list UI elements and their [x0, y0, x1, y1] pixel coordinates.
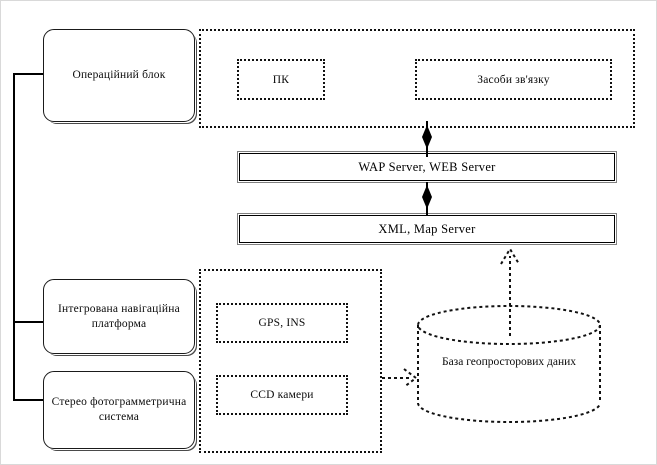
block-comm-tools-label: Засоби зв'язку — [477, 73, 550, 86]
block-ccd-cameras[interactable]: CCD камери — [216, 375, 348, 415]
block-pc[interactable]: ПК — [237, 59, 325, 100]
left-bus-branch-operational — [13, 73, 48, 75]
block-pc-label: ПК — [272, 73, 290, 86]
block-gps-ins-label: GPS, INS — [258, 317, 306, 329]
block-operational-unit[interactable]: Операційний блок — [43, 29, 195, 122]
block-xml-map-server-label: XML, Map Server — [378, 221, 476, 236]
block-nav-platform-label: Інтегрована навігаційна платформа — [58, 302, 180, 330]
block-comm-tools[interactable]: Засоби зв'язку — [415, 59, 612, 100]
block-xml-map-server[interactable]: XML, Map Server — [237, 213, 617, 245]
block-wap-web-server-label: WAP Server, WEB Server — [358, 159, 496, 174]
block-nav-platform[interactable]: Інтегрована навігаційна платформа — [43, 279, 195, 354]
block-stereo-system[interactable]: Стерео фотограмметрична система — [43, 371, 195, 449]
block-gps-ins[interactable]: GPS, INS — [216, 303, 348, 343]
operational-unit-region — [199, 29, 635, 128]
connector-db-to-xml — [500, 247, 520, 336]
block-stereo-system-label: Стерео фотограмметрична система — [51, 396, 187, 423]
connector-comm-to-wap — [422, 121, 432, 157]
left-bus-branch-navplatform — [13, 321, 46, 323]
left-bus-vertical — [13, 73, 15, 401]
block-operational-unit-label: Операційний блок — [72, 69, 166, 81]
block-ccd-cameras-label: CCD камери — [250, 389, 314, 401]
database-cylinder-icon — [417, 305, 601, 423]
sensor-platform-region — [199, 269, 382, 453]
block-geodatabase[interactable]: База геопросторових даних — [415, 303, 603, 425]
block-geodatabase-label: База геопросторових даних — [441, 356, 577, 368]
connector-wap-to-xml — [422, 182, 432, 216]
connector-sensors-to-db — [382, 368, 418, 388]
left-bus-branch-stereo — [13, 399, 46, 401]
